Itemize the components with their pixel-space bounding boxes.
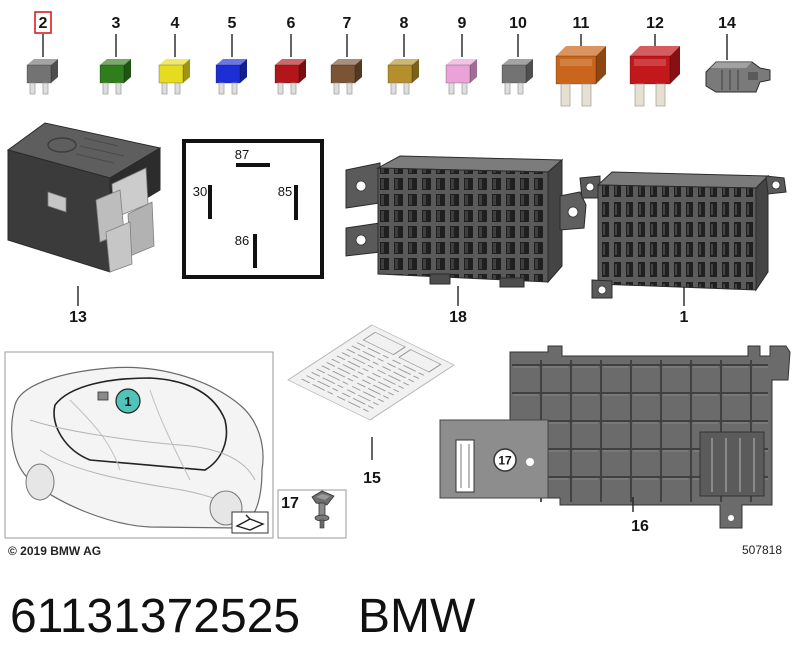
fuse-12 [629,45,681,107]
fuse-8 [387,58,420,95]
callout-17: 17 [281,495,299,512]
location-marker [115,388,141,414]
callout-13: 13 [69,309,87,326]
fuse-11 [555,45,607,107]
terminal-87-label: 87 [235,147,249,162]
relay-13 [6,122,162,273]
fuse-box-1 [579,171,787,299]
relay-schematic: 87 30 85 86 [182,139,324,279]
callout-16: 16 [631,518,649,535]
callout-15: 15 [363,470,381,487]
callout-11: 11 [573,15,590,32]
diagram-number: 507818 [742,543,782,557]
fuse-7 [330,58,363,95]
callout-18: 18 [449,309,467,326]
callout-9: 9 [458,15,467,32]
callout-5: 5 [228,15,237,32]
callout-6: 6 [287,15,296,32]
location-marker-label: 1 [124,394,131,409]
terminal-85-label: 85 [278,184,292,199]
fuse-5 [215,58,248,95]
part-number: 61131372525 [10,590,300,643]
fuse-6 [274,58,307,95]
fuse-row: 2 3 4 5 6 7 8 9 10 1 [26,11,771,107]
brand-name: BMW [358,590,476,643]
callout-14: 14 [718,15,736,32]
fuse-3 [99,58,132,95]
fuse-2 [26,58,59,95]
fuse-puller-14 [705,61,771,93]
vehicle-location-inset: 1 [4,351,274,539]
fuse-10 [501,58,534,95]
bracket-screw-callout-label: 17 [498,454,512,468]
callout-4: 4 [171,15,180,32]
callout-8: 8 [400,15,409,32]
callout-12: 12 [646,15,664,32]
screw-icon [311,490,335,529]
terminal-86-label: 86 [235,233,249,248]
fuse-box-18 [345,155,587,288]
label-card-15 [287,324,455,421]
view-orientation-icon [231,511,269,534]
fuse-4 [158,58,191,95]
screw-17-panel: 17 [277,489,347,539]
bracket-16: 17 [439,345,791,529]
copyright-notice: © 2019 BMW AG [8,544,101,558]
bracket-screw-callout [493,448,517,472]
callout-7: 7 [343,15,352,32]
terminal-30-label: 30 [193,184,207,199]
callout-2: 2 [39,15,48,32]
highlight-box [34,11,52,34]
callout-1: 1 [680,309,689,326]
callout-10: 10 [509,15,527,32]
fuse-9 [445,58,478,95]
callout-3: 3 [112,15,121,32]
